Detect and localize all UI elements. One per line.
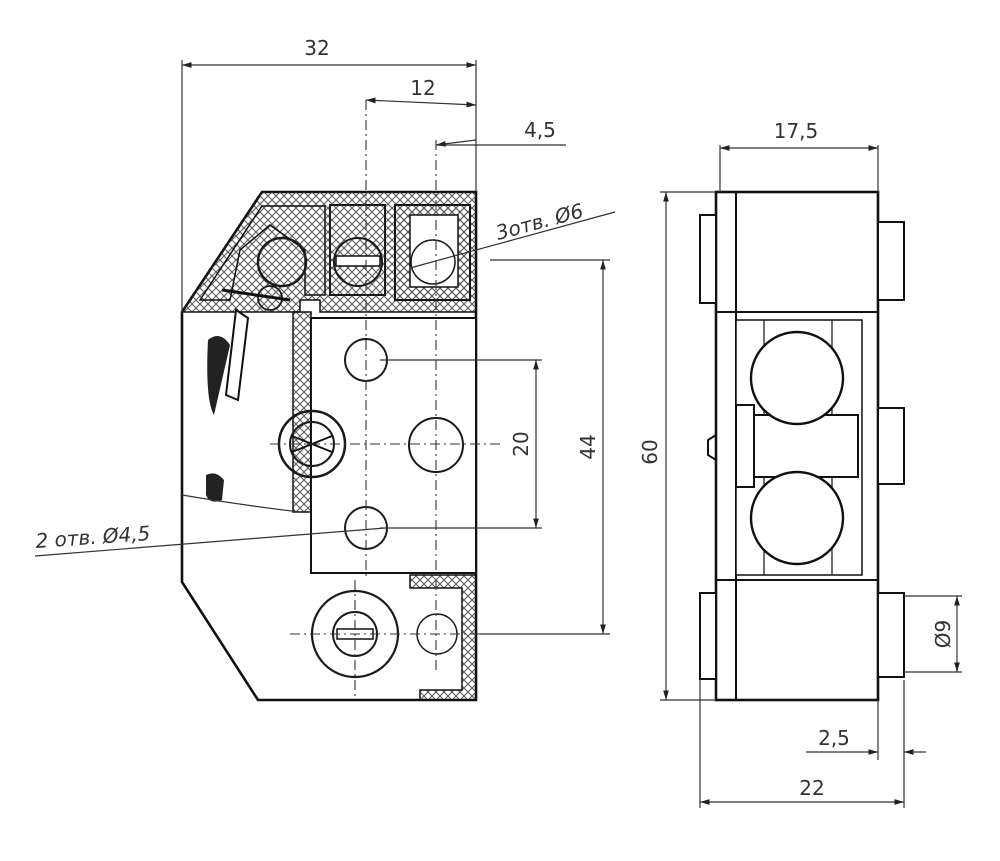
side-slot-right-inner [409,214,459,288]
side-lever [221,288,291,302]
dim-2-5-label: 2,5 [818,726,850,750]
front-lug-top-left [699,214,717,304]
side-hole-center [408,417,464,473]
callout-holes-6-label: 3отв. Ø6 [493,198,586,244]
side-spring-arm [224,308,250,402]
side-curve [181,494,301,513]
dim-d9-label: Ø9 [931,620,955,648]
dim-12-label: 12 [410,76,435,100]
front-lug-bottom-right [877,592,905,678]
side-slot-left [329,204,386,296]
side-hole-top-screw [333,237,383,287]
dim-44-label: 44 [576,434,600,459]
front-roller-bottom [749,470,845,566]
dim-20-label: 20 [509,431,533,456]
side-contact-lower [206,473,224,502]
side-bottom-pocket-hatch [409,574,477,701]
callout-holes-4-5-leader [34,527,386,557]
side-inner-plate [310,317,477,574]
side-view: 32 12 4,5 3отв. Ø6 44 20 2 отв. Ø4,5 [34,36,616,702]
front-plunger-tip [707,434,717,461]
side-hole-top-right [410,239,456,285]
dim-12-line [365,97,477,108]
front-lug-mid-right [877,407,905,485]
front-plunger-cap [735,404,755,488]
front-lug-top-right [877,221,905,301]
side-contact-upper [207,336,230,415]
front-view: 17,5 60 Ø9 2,5 22 [638,119,962,808]
front-lug-bottom-left [699,592,717,680]
callout-holes-6-leader [409,211,616,269]
side-screw-slot-top [335,255,381,267]
dim-32-label: 32 [304,36,329,60]
dim-60-label: 60 [638,439,662,464]
side-roller [256,236,308,288]
dim-4-5-arrow [435,139,477,147]
dim-22-label: 22 [799,776,824,800]
dim-17-5-label: 17,5 [774,119,819,143]
dim-4-5-label: 4,5 [524,118,556,142]
front-roller-top [749,330,845,426]
